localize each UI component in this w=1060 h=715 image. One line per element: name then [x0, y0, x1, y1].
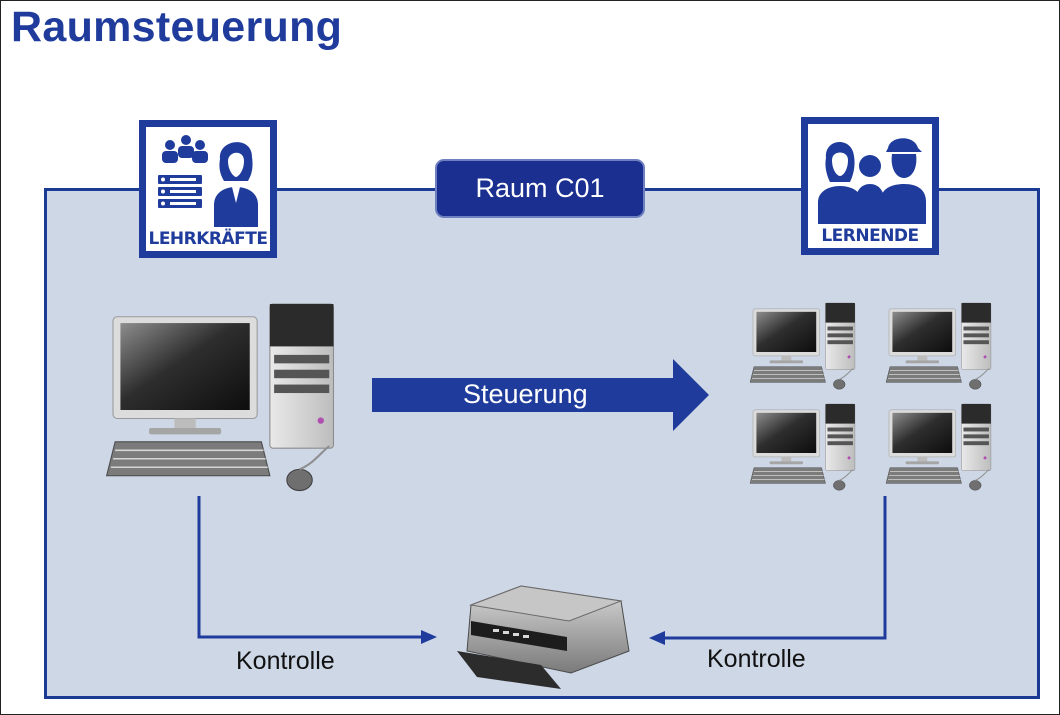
teacher-computer-icon — [105, 302, 335, 492]
check-label-left: Kontrolle — [236, 647, 335, 675]
teacher-icon — [158, 135, 258, 227]
control-line-right — [661, 496, 887, 640]
room-label: Raum C01 — [435, 159, 645, 218]
student-computer-icon — [885, 302, 992, 390]
control-label: Steuerung — [463, 379, 588, 409]
student-computer-icon — [749, 302, 856, 390]
learners-badge: LERNENDE — [801, 117, 939, 255]
student-computer-icon — [885, 403, 992, 491]
printer-icon — [457, 585, 630, 689]
page-title: Raumsteuerung — [11, 3, 343, 51]
control-arrowhead-right — [649, 631, 665, 645]
control-arrowhead-left — [421, 630, 437, 644]
learners-icon — [818, 138, 926, 224]
teachers-badge: LEHRKRÄFTE — [139, 120, 277, 258]
control-arrow — [372, 359, 709, 431]
check-label-right: Kontrolle — [707, 645, 806, 673]
student-computer-icon — [749, 403, 856, 491]
teachers-badge-label: LEHRKRÄFTE — [148, 229, 268, 249]
learners-badge-label: LERNENDE — [821, 226, 919, 246]
control-line-left — [197, 496, 425, 639]
